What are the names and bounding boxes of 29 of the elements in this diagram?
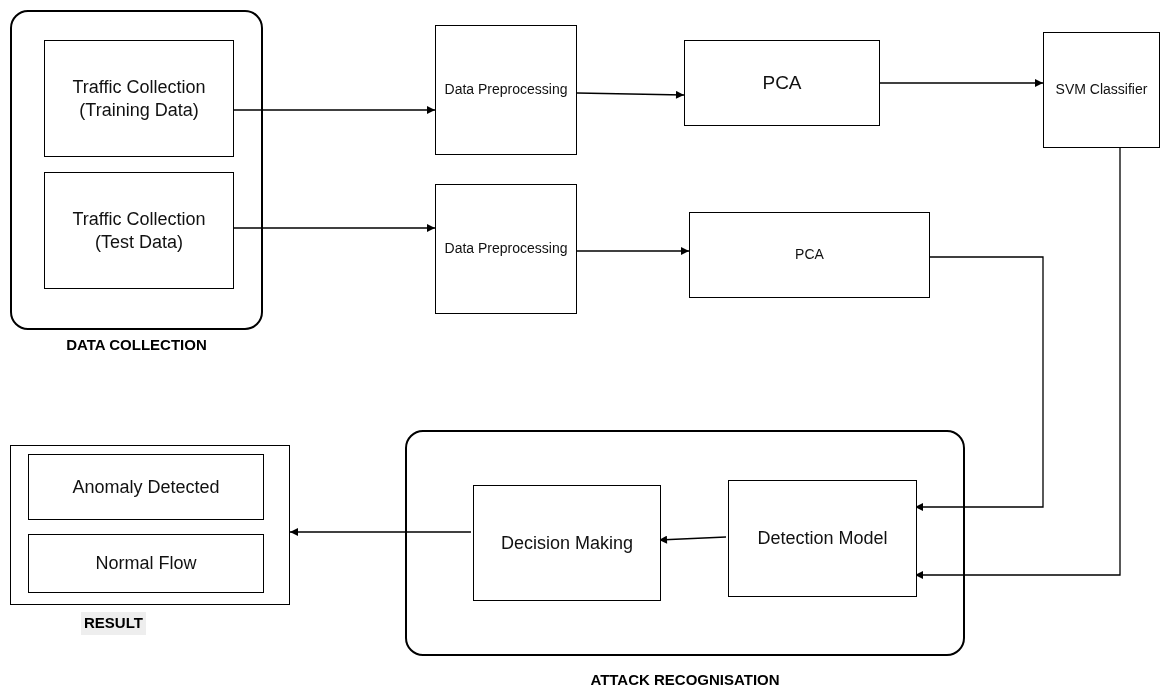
box-label: Traffic Collection (Test Data): [71, 208, 207, 253]
box-label: Decision Making: [500, 531, 634, 555]
process-box: [728, 480, 917, 597]
process-box: [435, 25, 577, 155]
box-label: Data Preprocessing: [444, 240, 568, 258]
group-heading: DATA COLLECTION: [65, 335, 208, 355]
process-box: [44, 172, 234, 289]
process-box: [435, 184, 577, 314]
arrow: [289, 528, 472, 536]
process-box: [689, 212, 930, 298]
arrow: [879, 79, 1044, 87]
box-label: Anomaly Detected: [72, 475, 220, 499]
box-label: Normal Flow: [95, 552, 197, 575]
process-box: [44, 40, 234, 157]
process-box: [473, 485, 661, 601]
group-heading: RESULT: [81, 612, 146, 635]
process-box: [684, 40, 880, 126]
process-box: [28, 454, 264, 520]
box-label: Detection Model: [757, 527, 888, 550]
box-label: PCA: [762, 71, 802, 95]
process-box: [28, 534, 264, 593]
arrow: [576, 247, 690, 255]
arrow: [576, 90, 685, 99]
process-box: [1043, 32, 1160, 148]
box-label: Traffic Collection (Training Data): [71, 76, 207, 121]
group-heading: ATTACK RECOGNISATION: [589, 670, 781, 690]
box-label: Data Preprocessing: [444, 81, 568, 99]
box-label: PCA: [795, 246, 824, 264]
box-label: SVM Classifier: [1055, 81, 1148, 99]
